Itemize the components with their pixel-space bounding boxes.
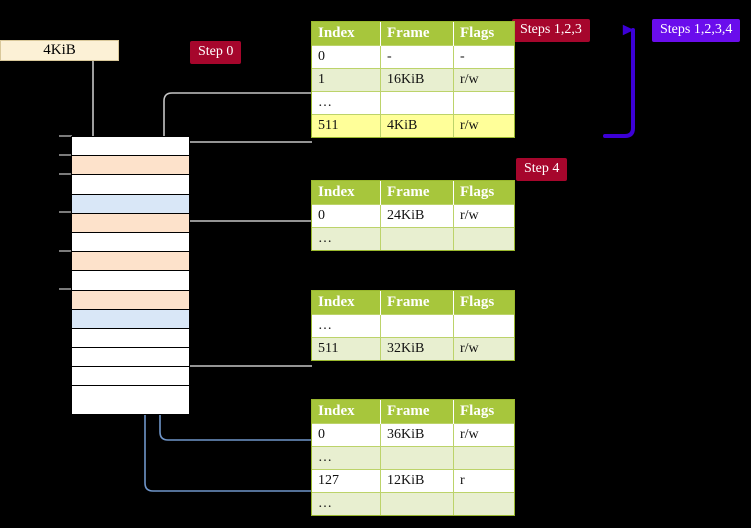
table-row: 511 4KiB r/w [312,114,514,137]
cell-index: … [312,446,381,470]
memory-row [72,290,189,310]
cell-frame: - [380,45,454,69]
cell-frame: 24KiB [380,204,454,228]
cell-index: 511 [312,337,381,360]
table-row: 1 16KiB r/w [312,68,514,92]
memory-row [72,309,189,329]
column-header-flags: Flags [453,22,514,46]
physical-memory-grid [71,136,190,415]
memory-row [72,271,189,291]
cell-index: 0 [312,423,381,447]
memory-row [72,348,189,368]
memory-row [72,367,189,387]
cell-flags [453,446,514,470]
memory-size-box: 4KiB [0,40,119,61]
table-row: 127 12KiB r [312,469,514,493]
column-header-frame: Frame [380,22,454,46]
connector-l4-4kib [173,141,312,154]
column-header-flags: Flags [453,291,514,315]
memory-row [72,232,189,253]
cell-flags: r/w [453,68,514,92]
memory-row [72,156,189,176]
table-row: 0 24KiB r/w [312,204,514,228]
badge-steps-123: Steps 1,2,3 [512,19,590,42]
cell-flags [453,91,514,115]
cell-flags [453,314,514,338]
table-header-row: Index Frame Flags [312,400,514,424]
table-row: 0 36KiB r/w [312,423,514,447]
cell-flags: - [453,45,514,69]
table-header-row: Index Frame Flags [312,291,514,315]
badge-steps-123-label: Steps 1,2,3 [520,22,582,37]
column-header-index: Index [312,22,381,46]
column-header-index: Index [312,291,381,315]
cell-index: 0 [312,204,381,228]
memory-row [72,386,189,406]
table-row: … [312,446,514,470]
column-header-frame: Frame [380,181,454,205]
memory-row [72,194,189,214]
column-header-index: Index [312,181,381,205]
badge-steps-1234: Steps 1,2,3,4 [652,19,741,42]
level3-page-table: Index Frame Flags 0 24KiB r/w … [311,180,515,251]
memory-row [72,252,189,272]
cell-index: 0 [312,45,381,69]
table-row: 0 - - [312,45,514,69]
column-header-index: Index [312,400,381,424]
badge-step-4: Step 4 [516,158,568,181]
cell-index: … [312,492,381,515]
table-row: 511 32KiB r/w [312,337,514,360]
table-row: … [312,227,514,250]
badge-steps-1234-label: Steps 1,2,3,4 [660,22,733,37]
cell-frame: 12KiB [380,469,454,493]
cell-flags [453,492,514,515]
memory-row [72,213,189,233]
cell-index: … [312,314,381,338]
table-header-row: Index Frame Flags [312,22,514,46]
level2-page-table: Index Frame Flags … 511 32KiB r/w [311,290,515,361]
level1-page-table: Index Frame Flags 0 36KiB r/w … 127 12Ki… [311,399,515,516]
table-header-row: Index Frame Flags [312,181,514,205]
table-row: … [312,492,514,515]
table-row: … [312,314,514,338]
cell-frame [380,314,454,338]
cell-index: … [312,91,381,115]
cell-frame: 16KiB [380,68,454,92]
column-header-flags: Flags [453,181,514,205]
cell-frame [380,446,454,470]
badge-step-0-label: Step 0 [198,44,234,59]
cell-flags: r/w [453,204,514,228]
cell-frame [380,492,454,515]
cell-flags: r/w [453,114,514,137]
column-header-frame: Frame [380,400,454,424]
cell-frame: 36KiB [380,423,454,447]
memory-row [72,328,189,349]
cell-flags [453,227,514,250]
memory-size-label: 4KiB [43,42,76,58]
cell-index: 511 [312,114,381,137]
cell-frame: 4KiB [380,114,454,137]
memory-row [72,175,189,195]
connector-l3-24kib [173,220,312,260]
badge-step-4-label: Step 4 [524,161,560,176]
column-header-flags: Flags [453,400,514,424]
column-header-frame: Frame [380,291,454,315]
badge-step-0: Step 0 [190,41,242,64]
table-row: … [312,91,514,115]
cell-frame [380,227,454,250]
cell-flags: r/w [453,337,514,360]
cell-flags: r [453,469,514,493]
cell-frame [380,91,454,115]
memory-row [72,137,189,157]
cell-frame: 32KiB [380,337,454,360]
level4-page-table: Index Frame Flags 0 - - 1 16KiB r/w … [311,21,515,138]
cell-index: 1 [312,68,381,92]
cell-flags: r/w [453,423,514,447]
purple-bracket-arrow [603,24,635,138]
cell-index: … [312,227,381,250]
cell-index: 127 [312,469,381,493]
